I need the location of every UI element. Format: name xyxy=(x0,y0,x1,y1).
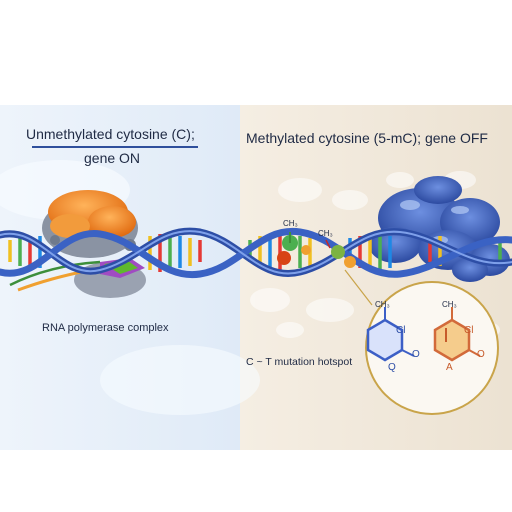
dna-double-helix xyxy=(0,227,512,279)
left-title: Unmethylated cytosine (C); xyxy=(26,126,195,142)
left-title-underline xyxy=(32,146,198,148)
inset-right-atom-c: A xyxy=(446,362,453,373)
inset-right-atom-a: Cl xyxy=(464,325,474,336)
inset-left-atom-a: Cl xyxy=(396,325,406,336)
inset-methyl-label-1: CH₃ xyxy=(375,300,390,309)
methyl-groups xyxy=(277,232,356,268)
rna-polymerase-label: RNA polymerase complex xyxy=(42,322,169,334)
inset-left-atom-c: Q xyxy=(388,362,396,373)
silencing-protein-cluster xyxy=(369,176,510,282)
rna-polymerase-complex xyxy=(9,190,146,298)
methyl-label-2: CH₃ xyxy=(318,229,333,238)
left-title-line2: gene ON xyxy=(84,150,141,166)
inset-right-atom-b: O xyxy=(477,349,485,360)
mutation-hotspot-inset xyxy=(344,269,499,415)
mutation-hotspot-label: C ~ T mutation hotspot xyxy=(246,356,353,368)
inset-left-atom-b: O xyxy=(412,349,420,360)
methyl-label-1: CH₃ xyxy=(283,219,298,228)
right-title: Methylated cytosine (5-mC); gene OFF xyxy=(246,130,488,146)
inset-methyl-label-2: CH₃ xyxy=(442,300,457,309)
